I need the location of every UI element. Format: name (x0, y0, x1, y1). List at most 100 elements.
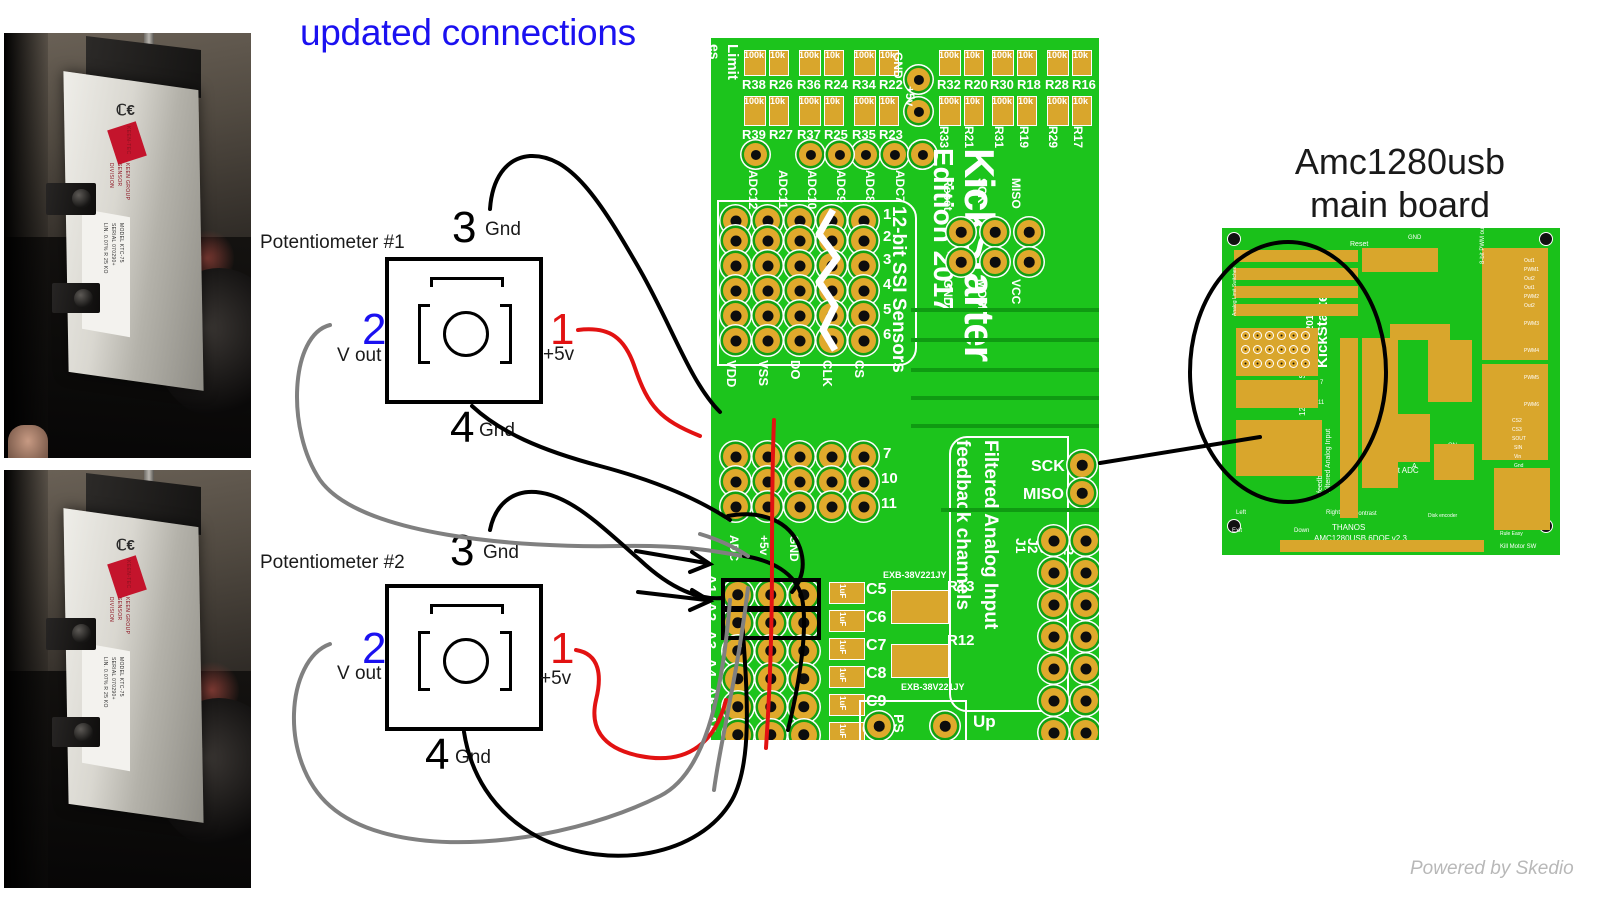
ssi-pad[interactable] (819, 228, 844, 253)
ssi-pad[interactable] (819, 328, 844, 353)
res-value-100k: 100k (939, 96, 960, 106)
ssi-pad[interactable] (851, 228, 876, 253)
analog-pad-a3-gnd[interactable] (791, 638, 817, 664)
ssi-pad[interactable] (723, 278, 748, 303)
photo-potentiometer-2: ℂ€ KEEN-TEC KEEN GROUP SENSOR DIVISION M… (4, 470, 251, 888)
edge-pad[interactable] (1073, 656, 1098, 681)
pad-adc12[interactable] (744, 143, 767, 166)
edge-pad[interactable] (1073, 688, 1098, 713)
mini-label-cs3: CS3 (1512, 427, 1522, 433)
res-value-100k: 100k (854, 50, 875, 60)
ssi-pad[interactable] (787, 328, 812, 353)
pad-adc9[interactable] (883, 143, 906, 166)
pad-ps-2[interactable] (933, 714, 957, 738)
mini-center-header-3[interactable] (1340, 338, 1358, 518)
pad-adc9b[interactable] (828, 143, 851, 166)
analog-pad-a5-adc[interactable] (725, 694, 751, 720)
ssi-pad[interactable] (787, 469, 812, 494)
pot2-name: Potentiometer #2 (260, 552, 405, 573)
ssi-pad[interactable] (851, 278, 876, 303)
ssi-pad[interactable] (755, 228, 780, 253)
pad-ps-1[interactable] (867, 714, 891, 738)
ssi-pad[interactable] (755, 303, 780, 328)
ssi-pad[interactable] (723, 303, 748, 328)
ssi-pad[interactable] (755, 494, 780, 519)
ssi-pad[interactable] (819, 253, 844, 278)
edge-pad[interactable] (1041, 528, 1066, 553)
pad-sck[interactable] (983, 220, 1007, 244)
edge-pad[interactable] (1041, 720, 1066, 740)
mini-resnet-block[interactable] (1390, 324, 1450, 340)
analog-pad-a4-gnd[interactable] (791, 666, 817, 692)
mini-dip-switch[interactable] (1434, 444, 1474, 480)
analog-pad-a6-adc[interactable] (725, 722, 751, 740)
mini-pwm-block[interactable] (1428, 340, 1472, 402)
ssi-pad[interactable] (787, 278, 812, 303)
mini-center-header-2[interactable] (1362, 338, 1398, 488)
pad-adc7[interactable] (911, 143, 934, 166)
ssi-pad[interactable] (723, 469, 748, 494)
pad-5v[interactable] (907, 100, 930, 123)
ssi-pad[interactable] (851, 303, 876, 328)
ssi-pad[interactable] (819, 444, 844, 469)
ssi-pad[interactable] (851, 328, 876, 353)
mini-adc-block[interactable] (1382, 414, 1430, 462)
pad-miso2[interactable] (1070, 481, 1094, 505)
pad-miso[interactable] (1017, 220, 1041, 244)
pad-adc11[interactable] (799, 143, 822, 166)
edge-pad[interactable] (1041, 688, 1066, 713)
edge-pad[interactable] (1041, 560, 1066, 585)
silk-Reset: Reset (941, 178, 955, 211)
pad-gnd[interactable] (907, 68, 930, 91)
mini-bottom-strip[interactable] (1280, 540, 1484, 552)
ssi-pad[interactable] (787, 253, 812, 278)
ssi-pad[interactable] (851, 469, 876, 494)
analog-pad-a5-5v[interactable] (758, 694, 784, 720)
ssi-pad[interactable] (787, 444, 812, 469)
analog-pad-a6-gnd[interactable] (791, 722, 817, 740)
ssi-pad[interactable] (851, 494, 876, 519)
ssi-pad[interactable] (723, 494, 748, 519)
ssi-pad[interactable] (851, 253, 876, 278)
ssi-pad[interactable] (723, 444, 748, 469)
ssi-pad[interactable] (851, 444, 876, 469)
ssi-pad[interactable] (819, 278, 844, 303)
analog-pad-a4-adc[interactable] (725, 666, 751, 692)
ssi-pad[interactable] (787, 494, 812, 519)
pad-sck2[interactable] (1070, 453, 1094, 477)
analog-pad-a5-gnd[interactable] (791, 694, 817, 720)
edge-pad[interactable] (1073, 624, 1098, 649)
edge-pad[interactable] (1041, 656, 1066, 681)
ssi-pad[interactable] (723, 328, 748, 353)
pad-vcc[interactable] (1017, 250, 1041, 274)
ssi-pad[interactable] (723, 253, 748, 278)
ssi-pad[interactable] (787, 303, 812, 328)
analog-pad-a3-adc[interactable] (725, 638, 751, 664)
res-value-100k: 100k (854, 96, 875, 106)
mini-center-header-1[interactable] (1362, 248, 1438, 272)
edge-pad[interactable] (1073, 720, 1098, 740)
edge-pad[interactable] (1041, 624, 1066, 649)
pad-mosi[interactable] (983, 250, 1007, 274)
edge-pad[interactable] (1073, 560, 1098, 585)
pad-gnd2[interactable] (949, 250, 973, 274)
ssi-pad[interactable] (755, 444, 780, 469)
edge-pad[interactable] (1073, 592, 1098, 617)
ssi-pad[interactable] (755, 278, 780, 303)
analog-pad-a6-5v[interactable] (758, 722, 784, 740)
ssi-pad[interactable] (787, 228, 812, 253)
ssi-pad[interactable] (723, 228, 748, 253)
ssi-pad[interactable] (819, 303, 844, 328)
ssi-pad[interactable] (755, 253, 780, 278)
pad-adc10[interactable] (854, 143, 877, 166)
pad-reset[interactable] (949, 220, 973, 244)
ssi-pad[interactable] (819, 469, 844, 494)
ssi-pad[interactable] (755, 328, 780, 353)
ssi-pad[interactable] (755, 469, 780, 494)
analog-pad-a4-5v[interactable] (758, 666, 784, 692)
mini-analog-block[interactable] (1236, 420, 1322, 476)
analog-pad-a3-5v[interactable] (758, 638, 784, 664)
edge-pad[interactable] (1041, 592, 1066, 617)
ssi-pad[interactable] (819, 494, 844, 519)
edge-pad[interactable] (1073, 528, 1098, 553)
